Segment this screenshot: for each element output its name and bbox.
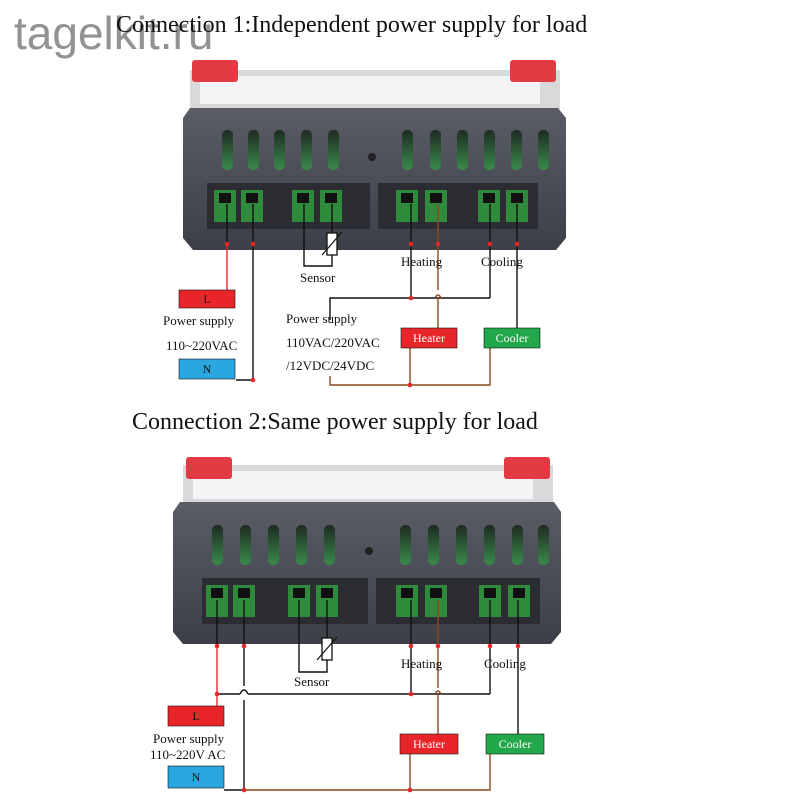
sensor-label-1: Sensor [300, 270, 336, 285]
power-supply-label-2: Power supply [153, 731, 225, 746]
mounting-clip-left-2 [186, 457, 232, 479]
terminal-block-right-2 [376, 578, 540, 624]
live-box-1 [178, 289, 236, 309]
terminal-block-left [207, 183, 370, 229]
sensor-resistor-1 [321, 231, 343, 256]
center-screw-2 [365, 547, 373, 555]
cooler-label-1: Cooler [496, 331, 529, 345]
vent-slots-2 [212, 525, 549, 565]
terminal-block-left-2 [202, 578, 368, 624]
mounting-clip-right-2 [504, 457, 550, 479]
wiring-dots-1 [224, 241, 520, 388]
power-supply-label-1: Power supply [163, 313, 235, 328]
center-screw [368, 153, 376, 161]
load-power-supply-label-1: Power supply [286, 311, 358, 326]
cooling-label-2: Cooling [484, 656, 526, 671]
vent-slots [222, 130, 549, 170]
heating-label-2: Heating [401, 656, 443, 671]
load-voltage-label-1b: /12VDC/24VDC [286, 358, 374, 373]
live-label-2: L [192, 709, 199, 723]
cooler-box-1 [483, 327, 541, 349]
cooler-label-2: Cooler [499, 737, 532, 751]
sensor-resistor-2 [316, 636, 338, 661]
terminal-block-right [378, 183, 538, 229]
live-label-1: L [203, 292, 210, 306]
neutral-box-1 [178, 358, 236, 380]
neutral-label-1: N [203, 362, 212, 376]
cooling-label-1: Cooling [481, 254, 523, 269]
cooler-box-2 [485, 733, 545, 755]
heating-label-1: Heating [401, 254, 443, 269]
heater-box-1 [400, 327, 458, 349]
controller-device-2 [173, 457, 561, 644]
neutral-box-2 [167, 765, 225, 789]
heater-label-1: Heater [413, 331, 445, 345]
heater-label-2: Heater [413, 737, 445, 751]
sensor-label-2: Sensor [294, 674, 330, 689]
watermark-text: tagelkit.ru [14, 7, 214, 59]
device-display [200, 76, 540, 104]
voltage-label-2: 110~220V AC [150, 747, 225, 762]
controller-device-1 [183, 60, 566, 250]
connection-1-title: Connection 1:Independent power supply fo… [116, 12, 588, 38]
live-box-2 [167, 705, 225, 727]
wiring-dots-2 [214, 643, 521, 793]
mounting-clip-right [510, 60, 556, 82]
wiring-connection-2 [216, 600, 519, 791]
voltage-label-1: 110~220VAC [166, 338, 237, 353]
device-display-2 [193, 471, 533, 499]
mounting-clip-left [192, 60, 238, 82]
neutral-label-2: N [192, 770, 201, 784]
heater-box-2 [399, 733, 459, 755]
connection-2-title: Connection 2:Same power supply for load [132, 409, 538, 435]
load-voltage-label-1a: 110VAC/220VAC [286, 335, 380, 350]
